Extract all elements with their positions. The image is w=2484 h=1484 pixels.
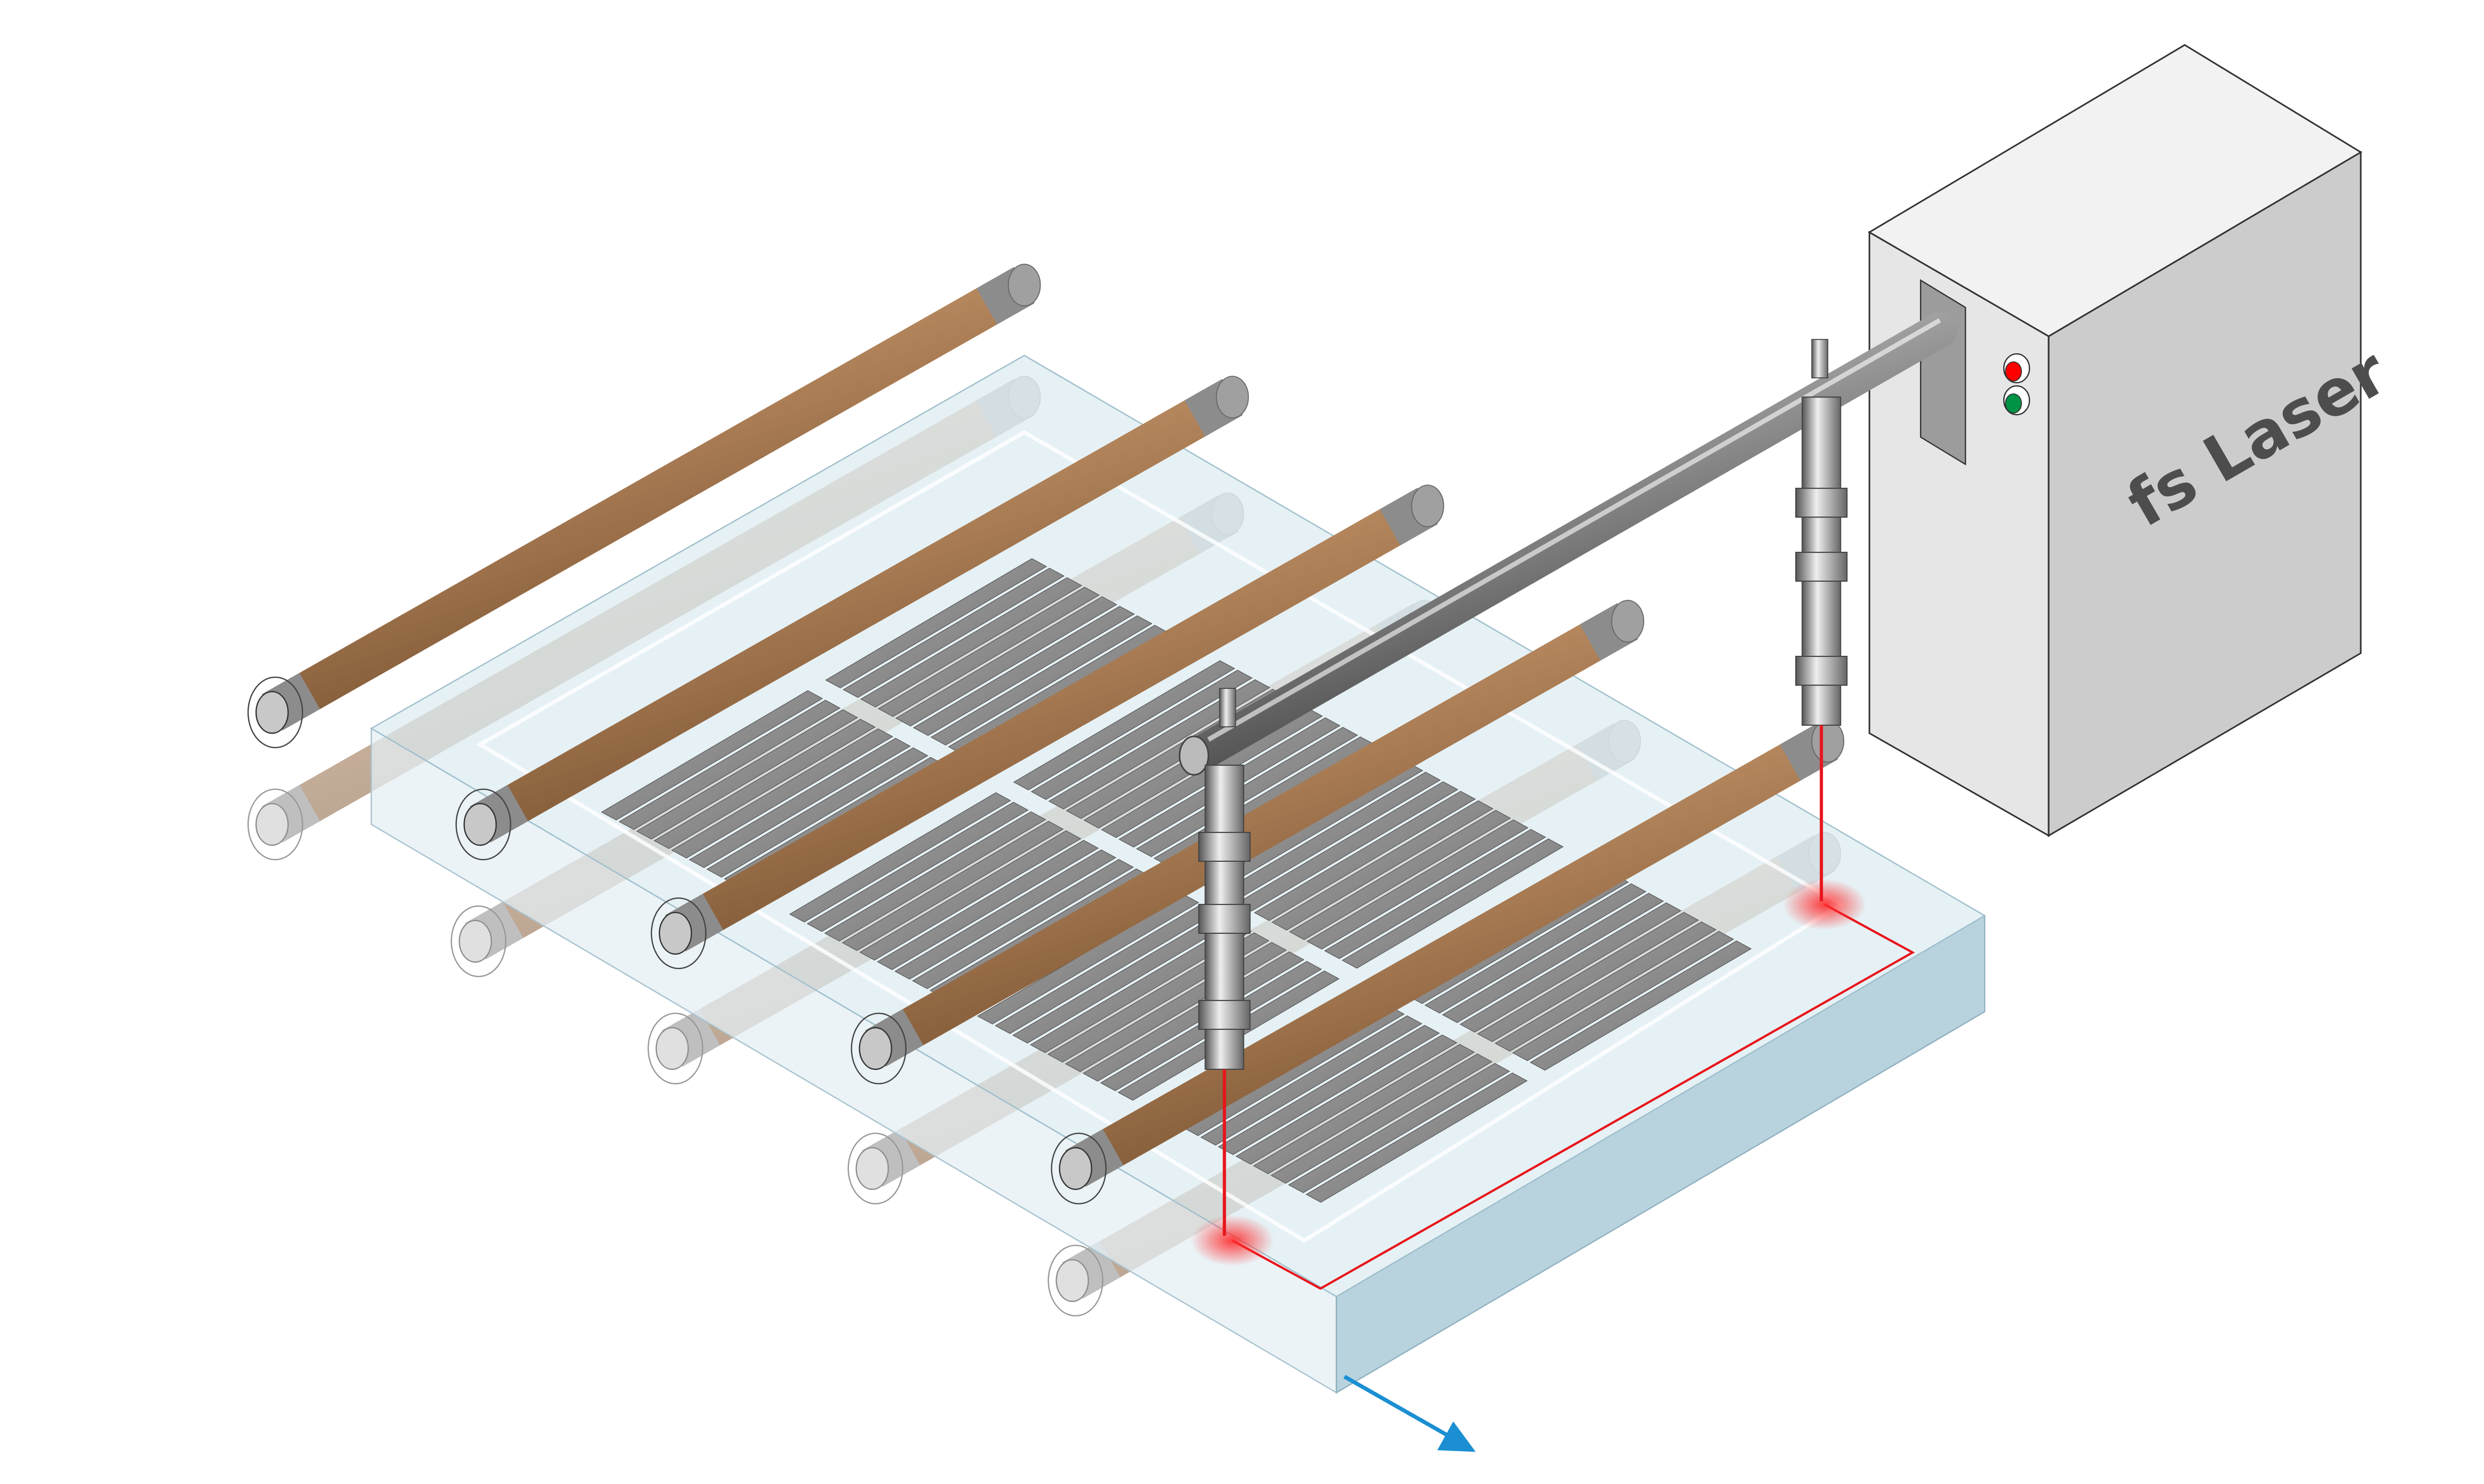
pin-front — [1219, 688, 1236, 727]
solar-cell-strip — [1253, 1044, 1475, 1174]
solar-cell-strip — [842, 821, 1064, 951]
rotation-arrow-icon — [247, 788, 304, 861]
solar-module — [1201, 762, 1564, 969]
status-light-red — [2003, 353, 2030, 384]
solar-cell-strip — [1459, 902, 1682, 1033]
solar-cell-strip — [1289, 810, 1511, 940]
roller-end-icon — [463, 803, 497, 846]
solar-cell-strip — [1270, 1053, 1493, 1184]
solar-cell-strip — [1136, 727, 1358, 858]
solar-cell-strip — [706, 747, 928, 878]
solar-cell-strip — [1030, 670, 1253, 800]
roller-end-icon — [255, 803, 289, 846]
rotation-arrow-icon — [450, 905, 506, 978]
roller-upper-2 — [455, 376, 1249, 861]
rotation-arrow-icon — [1047, 1244, 1104, 1316]
pin-back — [1811, 339, 1829, 379]
solar-cell-strip — [601, 690, 823, 821]
solar-cell-strip — [824, 811, 1046, 942]
roller-end-icon — [859, 1027, 892, 1070]
solar-cell-strip — [789, 792, 1011, 923]
solar-cell-strip — [1253, 791, 1476, 921]
solar-cell-strip — [1235, 1034, 1458, 1165]
solar-cell-strip — [1305, 1072, 1528, 1203]
solar-cell-strip — [1306, 819, 1529, 950]
solar-cell-strip — [912, 606, 1135, 736]
laser-box-top — [1868, 44, 2362, 337]
solar-cell-strip — [1048, 679, 1271, 810]
rotation-arrow-icon — [847, 1132, 903, 1205]
laser-spot-back — [1783, 878, 1867, 930]
roller-end-icon — [658, 911, 692, 955]
solar-cell-strip — [1342, 838, 1564, 969]
solar-cell-strip — [1324, 829, 1546, 959]
solar-cell-strip — [860, 577, 1083, 708]
output-port — [1920, 279, 1966, 466]
solar-cell-strip — [1200, 1015, 1423, 1146]
rotation-arrow-icon — [455, 788, 511, 861]
solar-cell-strip — [636, 709, 859, 840]
solar-cell-strip — [1271, 800, 1494, 931]
solar-cell-strip — [1529, 940, 1752, 1071]
rotation-arrow-icon — [650, 897, 707, 970]
roller-upper-1 — [247, 264, 1041, 749]
scan-head-front — [1198, 764, 1251, 1070]
roller-end-icon — [1055, 1259, 1089, 1302]
solar-cell-strip — [654, 719, 876, 849]
rotation-arrow-icon — [1051, 1132, 1107, 1205]
roller-end-icon — [255, 691, 289, 734]
solar-cell-strip — [859, 830, 1082, 961]
solar-cell-strip — [877, 586, 1100, 717]
roller-end-icon — [1059, 1147, 1092, 1191]
solar-cell-strip — [618, 700, 841, 830]
rotation-arrow-icon — [247, 676, 304, 749]
solar-cell-strip — [1288, 1063, 1510, 1193]
solar-cell-strip — [843, 567, 1065, 698]
transport-direction-arrow — [1343, 1375, 1476, 1452]
solar-cell-strip — [894, 849, 1117, 980]
beam-delivery-gantry — [1179, 312, 1958, 1236]
solar-cell-strip — [825, 558, 1047, 688]
tube-end-cap — [1179, 735, 1210, 776]
solar-cell-strip — [1442, 893, 1664, 1023]
roller-upper-4 — [851, 600, 1645, 1085]
solar-cell-strip — [1477, 911, 1700, 1042]
roller-upper-3 — [650, 485, 1445, 970]
status-light-green — [2003, 385, 2030, 416]
solar-cell-strip — [671, 728, 893, 859]
solar-cell-strip — [1029, 923, 1252, 1053]
solar-cell-strip — [1424, 883, 1647, 1014]
solar-cell-strip — [912, 859, 1134, 989]
solar-cell-strip — [877, 840, 1099, 970]
solar-cell-strip — [806, 801, 1029, 932]
solar-cell-strip — [1013, 660, 1235, 791]
solar-cell-strip — [895, 596, 1117, 727]
roller-end-icon — [855, 1147, 889, 1191]
rotation-arrow-icon — [647, 1012, 703, 1085]
solar-cell-strip — [930, 615, 1153, 746]
solar-cell-strip — [688, 737, 911, 868]
solar-cell-strip — [1494, 921, 1717, 1052]
scribe-path — [1232, 903, 1915, 1290]
roller-end-icon — [458, 919, 493, 963]
roller-end-icon — [655, 1027, 689, 1070]
solar-cell-strip — [1512, 931, 1734, 1061]
solar-cell-strip — [1218, 1025, 1440, 1155]
scan-head-back — [1795, 396, 1848, 726]
laser-unit: fs Laser — [1868, 44, 2400, 837]
laser-spot-front — [1191, 1215, 1274, 1266]
rotation-arrow-icon — [851, 1012, 907, 1085]
